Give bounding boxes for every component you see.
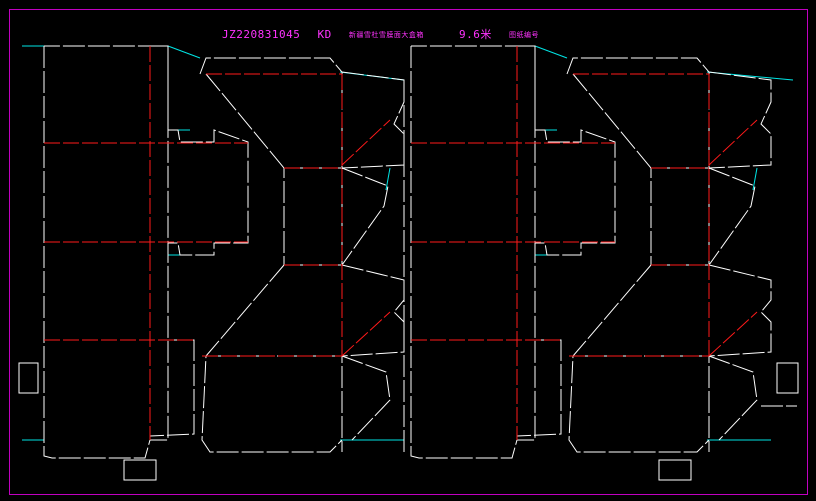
bleed-lines-left <box>22 45 405 441</box>
thickness-note: 9.6米 <box>458 28 492 41</box>
registration-marks <box>18 362 799 481</box>
drawing-number-note: 图纸编号 <box>508 31 539 39</box>
dieline-unit-left <box>22 45 405 459</box>
job-code: JZ220831045 <box>222 28 301 41</box>
registration-mark-left <box>18 362 39 394</box>
dieline-unit-right <box>410 45 797 459</box>
crease-lines-right <box>411 46 758 440</box>
crease-lines-left <box>44 46 391 440</box>
cut-lines-right <box>410 45 797 459</box>
product-note: 新疆雪杜雪膜面大盒箱 <box>348 31 424 39</box>
registration-mark-bottom-right <box>658 459 692 481</box>
job-suffix: KD <box>317 28 332 41</box>
cut-lines-left <box>43 45 405 459</box>
drawing-title: JZ220831045 KD 新疆雪杜雪膜面大盒箱 9.6米 图纸编号 <box>222 26 549 42</box>
registration-mark-right <box>776 362 799 394</box>
registration-mark-bottom-left <box>123 459 157 481</box>
